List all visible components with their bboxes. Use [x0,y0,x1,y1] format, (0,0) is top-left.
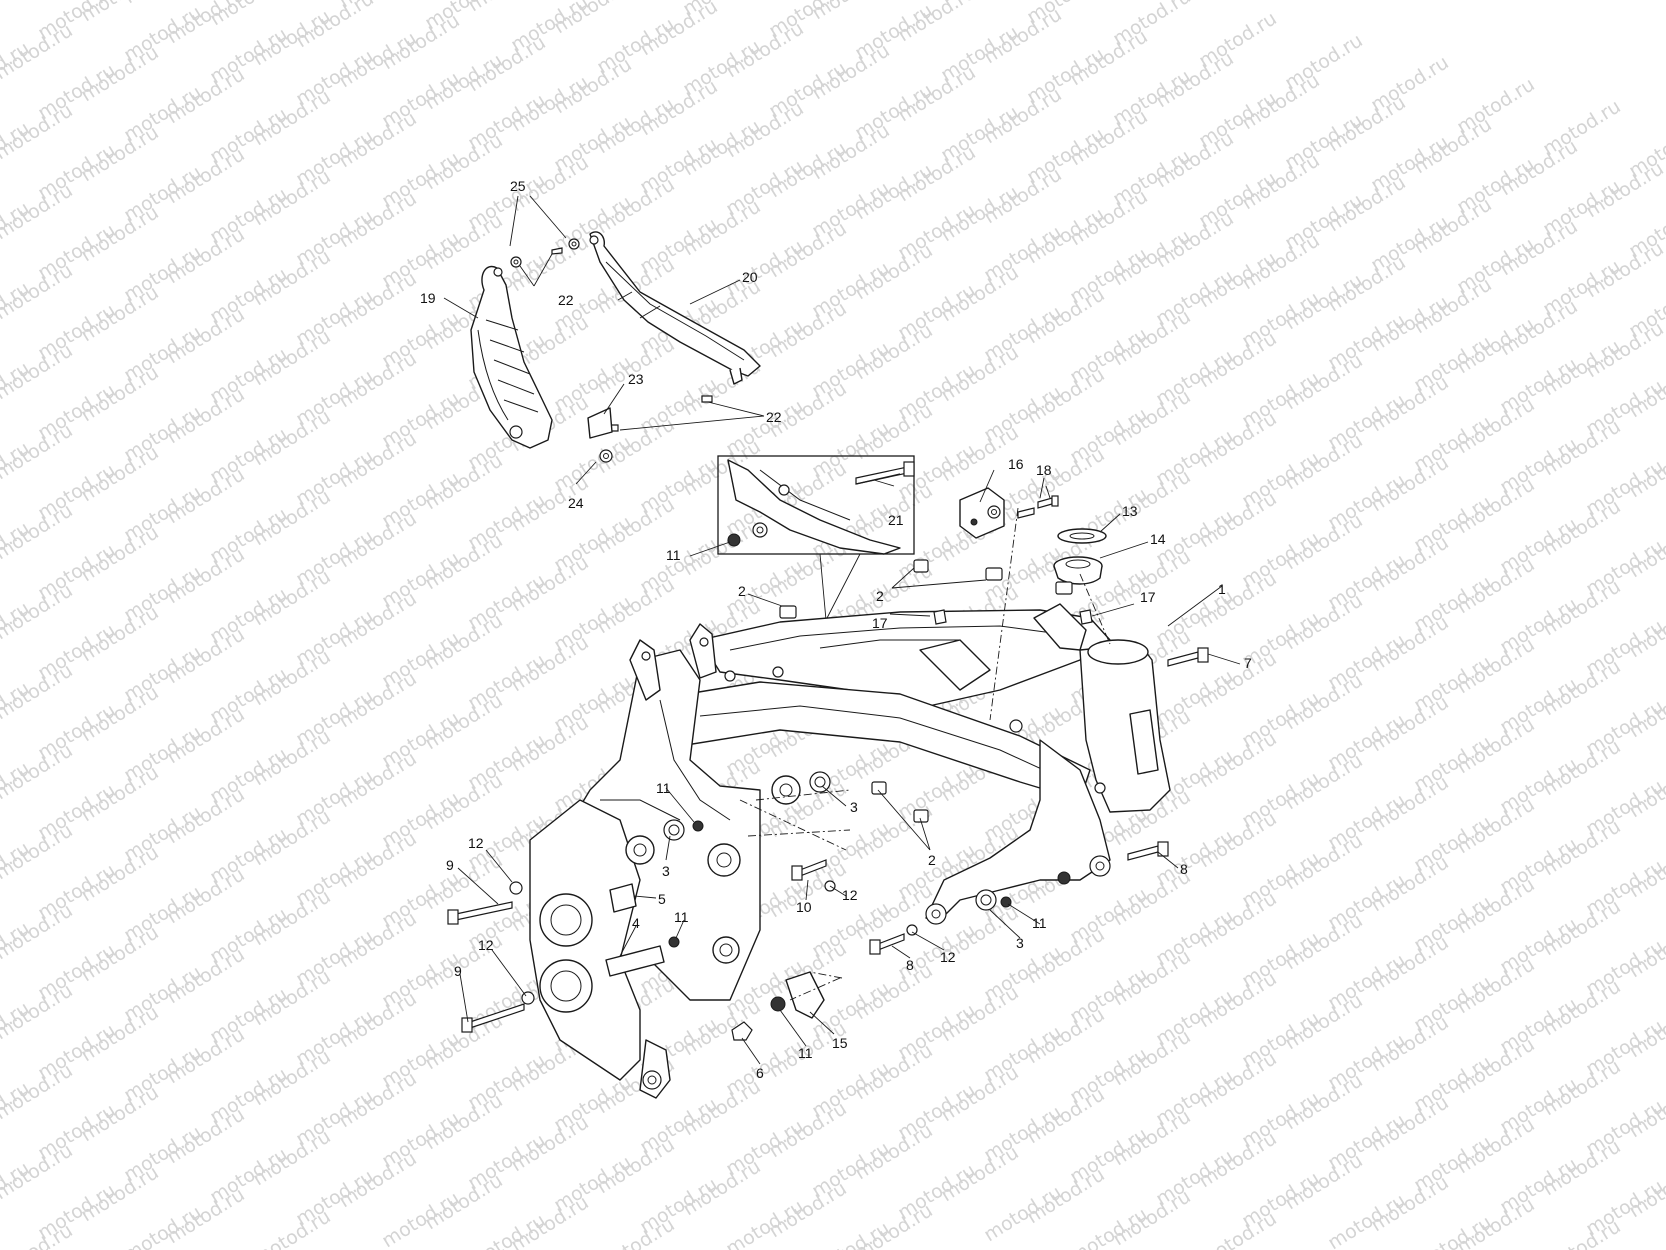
callout-2: 2 [738,583,746,599]
callout-5: 5 [658,891,666,907]
callout-22: 22 [766,409,782,425]
main-frame-1 [529,603,1171,1099]
callout-22: 22 [558,292,574,308]
callout-3: 3 [1016,935,1024,951]
watermark-text: motod.ru [120,1201,206,1250]
callout-13: 13 [1122,503,1138,519]
callout-23: 23 [628,371,644,387]
callout-6: 6 [756,1065,764,1081]
callout-15: 15 [832,1035,848,1051]
callout-16: 16 [1008,456,1024,472]
callout-17: 17 [872,615,888,631]
callout-3: 3 [850,799,858,815]
callout-10: 10 [796,899,812,915]
watermark-text: motod.ru [1066,1203,1152,1250]
callout-11: 11 [798,1045,813,1061]
leader-lines [443,195,1241,1065]
callouts: 25 20 19 22 23 22 24 16 18 21 13 14 11 2… [420,178,1252,1081]
small-hardware-top [510,238,713,463]
callout-21: 21 [888,512,904,528]
callout-8: 8 [906,957,914,973]
callout-3: 3 [662,863,670,879]
side-cover-19 [470,265,553,449]
hardware-parts [447,473,1209,1041]
callout-8: 8 [1180,861,1188,877]
callout-19: 19 [420,290,436,306]
watermark-text: motod.ru [0,0,77,4]
callout-9: 9 [446,857,454,873]
callout-2: 2 [876,588,884,604]
side-cover-20 [589,231,761,385]
alignment-lines [739,507,1111,1001]
callout-11: 11 [666,547,681,563]
inset-detail [717,455,915,621]
watermark-text: motod.ru [0,0,34,22]
callout-11: 11 [1032,915,1047,931]
callout-12: 12 [842,887,858,903]
callout-9: 9 [454,963,462,979]
callout-1: 1 [1218,581,1226,597]
callout-25: 25 [510,178,526,194]
callout-4: 4 [632,915,640,931]
callout-7: 7 [1244,655,1252,671]
callout-2: 2 [928,852,936,868]
callout-17: 17 [1140,589,1156,605]
callout-12: 12 [468,835,484,851]
callout-20: 20 [742,269,758,285]
callout-24: 24 [568,495,584,511]
callout-11: 11 [674,909,689,925]
callout-14: 14 [1150,531,1166,547]
callout-11: 11 [656,780,671,796]
callout-18: 18 [1036,462,1052,478]
watermark-text: motod.ru [722,0,808,2]
callout-12: 12 [478,937,494,953]
callout-12: 12 [940,949,956,965]
